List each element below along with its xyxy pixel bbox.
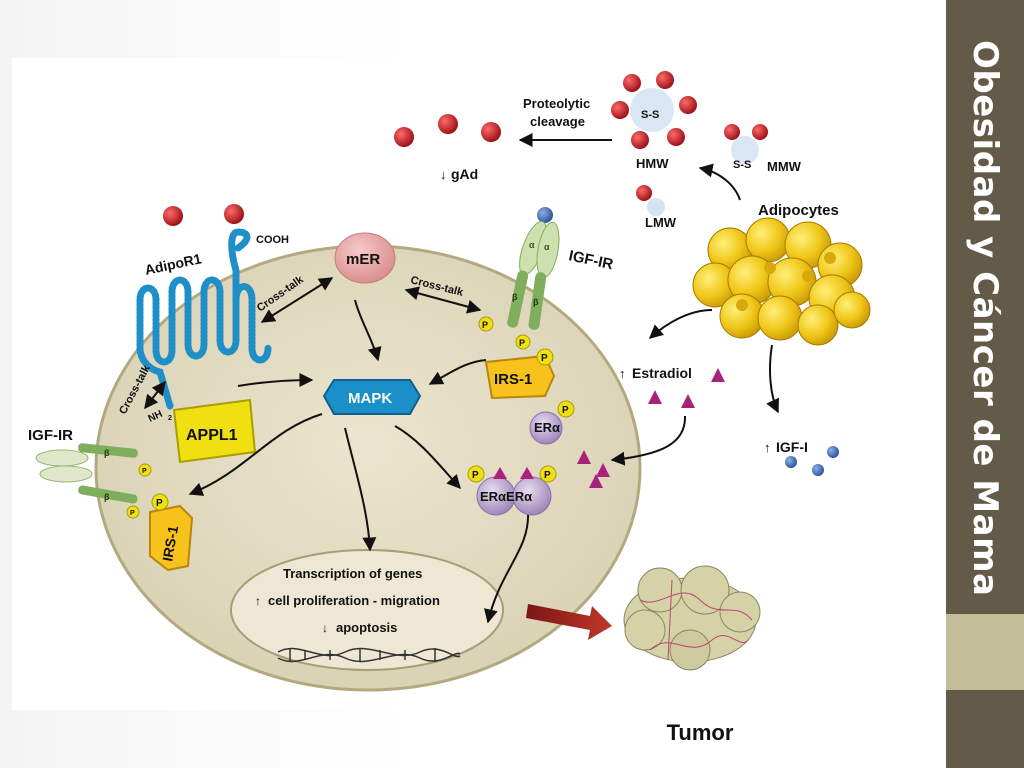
- adipor1-label: AdipoR1: [143, 250, 203, 278]
- irs1-left-p-label: P: [156, 498, 163, 509]
- cross-talk-arrow-left: [144, 380, 166, 410]
- mer-to-mapk-arrow: [354, 299, 382, 362]
- igf-ir-left-beta-2: β: [104, 492, 110, 502]
- cooh-label: COOH: [256, 234, 289, 246]
- er-alpha-single-p-label: P: [562, 405, 569, 416]
- adipocyte-cluster: [692, 217, 871, 346]
- mapk-kinase: [322, 379, 422, 415]
- adipor1-receptor-right-loop: [232, 283, 272, 364]
- igf-ir-top-label: IGF-IR: [567, 247, 615, 273]
- estradiol-influx-arrow: [610, 415, 687, 466]
- sidebar-accent-block: [946, 614, 1024, 690]
- igf-ir-top-beta-1: β: [512, 292, 518, 302]
- slide-title-container: Obesidad y Cáncer de Mama: [946, 40, 1024, 596]
- igf-ir-top-alpha-2: α: [544, 242, 550, 252]
- tumor-arrow: [526, 604, 612, 640]
- igf-i-molecules: [785, 446, 839, 476]
- mmw-ss-label: S-S: [733, 159, 751, 171]
- hmw-ss-label: S-S: [641, 109, 659, 121]
- proliferation-arrow-up: ↑: [255, 594, 261, 608]
- irs1-right-label: IRS-1: [494, 371, 532, 388]
- mapk-to-er-dimer-arrow: [394, 425, 461, 490]
- gad-arrow: ↓: [440, 167, 447, 182]
- igf-ir-left-label: IGF-IR: [28, 427, 73, 444]
- igf-i-arrow-up: ↑: [764, 440, 771, 455]
- igf-i-label: IGF-I: [776, 439, 808, 455]
- er-dimer-p-left: P: [472, 470, 479, 481]
- adipocytes-label: Adipocytes: [758, 202, 839, 219]
- irs1-right-protein: [484, 354, 556, 400]
- appl1-protein: [172, 398, 257, 464]
- irs1-right-p-label: P: [541, 353, 548, 364]
- hmw-label: HMW: [636, 156, 669, 171]
- estradiol-arrow-up: ↑: [619, 366, 626, 381]
- igf-ir-top-p-1: P: [482, 320, 488, 330]
- proteolytic-label: Proteolytic: [523, 96, 590, 111]
- igf-ir-left-p-2: P: [130, 510, 135, 517]
- mmw-label: MMW: [767, 159, 802, 174]
- mapk-to-transcription-arrow: [344, 427, 377, 552]
- mapk-to-irs1-left-arrow: [188, 413, 323, 496]
- igf-ir-left-p-1: P: [142, 468, 147, 475]
- igf-ir-left-beta-1: β: [104, 448, 110, 458]
- mer-receptor: [334, 232, 396, 284]
- estradiol-label: Estradiol: [632, 365, 692, 381]
- irs1-left-protein: [149, 504, 194, 572]
- irs1-left-p-badge: [151, 493, 169, 511]
- irs1-left-label: IRS-1: [159, 524, 181, 562]
- er-dimer-to-nucleus-arrow: [484, 511, 530, 624]
- igf-ir-top-receptor: [478, 207, 560, 350]
- er-alpha-single-label: ERα: [534, 420, 560, 435]
- gad-molecules: [394, 114, 501, 147]
- cross-talk-arrow-mer-igf: [404, 286, 482, 314]
- tumor-caption: Tumor: [666, 720, 734, 745]
- apoptosis-arrow-down: ↓: [322, 621, 328, 635]
- er-dimer-label: ERαERα: [480, 489, 532, 504]
- mapk-label: MAPK: [348, 390, 392, 407]
- mmw-complex: [724, 124, 768, 164]
- tumor-mass: [623, 565, 761, 671]
- er-alpha-single: [529, 411, 563, 445]
- slide-title: Obesidad y Cáncer de Mama: [965, 40, 1005, 597]
- adipocyte-to-estradiol-arrow: [648, 309, 713, 339]
- irs1-to-mapk-arrow: [428, 359, 487, 385]
- adiponectin-ligands: [163, 204, 244, 226]
- adipocyte-to-adiponectin-arrow: [698, 163, 741, 201]
- adipor1-receptor: [136, 228, 251, 410]
- igf-ir-top-beta-2: β: [533, 297, 539, 307]
- lmw-label: LMW: [645, 215, 677, 230]
- lmw-complex: [636, 185, 665, 216]
- cleavage-label: cleavage: [530, 114, 585, 129]
- er-alpha-dimer: [467, 465, 557, 516]
- appl1-to-mapk-arrow: [237, 373, 314, 388]
- cross-talk-arrow-mer-adipo: [260, 277, 334, 323]
- nh2-subscript: 2: [168, 415, 172, 422]
- igf-ir-left-receptor: [35, 443, 152, 519]
- irs1-right-p-badge: [536, 348, 554, 366]
- adipocyte-to-igf-arrow: [766, 344, 779, 414]
- estradiol-molecules: [577, 368, 725, 488]
- dna-helix: [277, 647, 461, 663]
- gad-label: gAd: [451, 166, 478, 182]
- er-dimer-p-right: P: [544, 470, 551, 481]
- er-alpha-single-p-badge: [557, 400, 575, 418]
- mer-label: mER: [346, 251, 380, 268]
- apoptosis-label: apoptosis: [336, 620, 397, 635]
- igf-ir-top-alpha-1: α: [529, 240, 535, 250]
- proliferation-label: cell proliferation - migration: [268, 593, 440, 608]
- transcription-label: Transcription of genes: [283, 566, 422, 581]
- hmw-complex: [611, 71, 697, 149]
- appl1-label: APPL1: [186, 427, 238, 444]
- igf-ir-top-p-2: P: [519, 338, 525, 348]
